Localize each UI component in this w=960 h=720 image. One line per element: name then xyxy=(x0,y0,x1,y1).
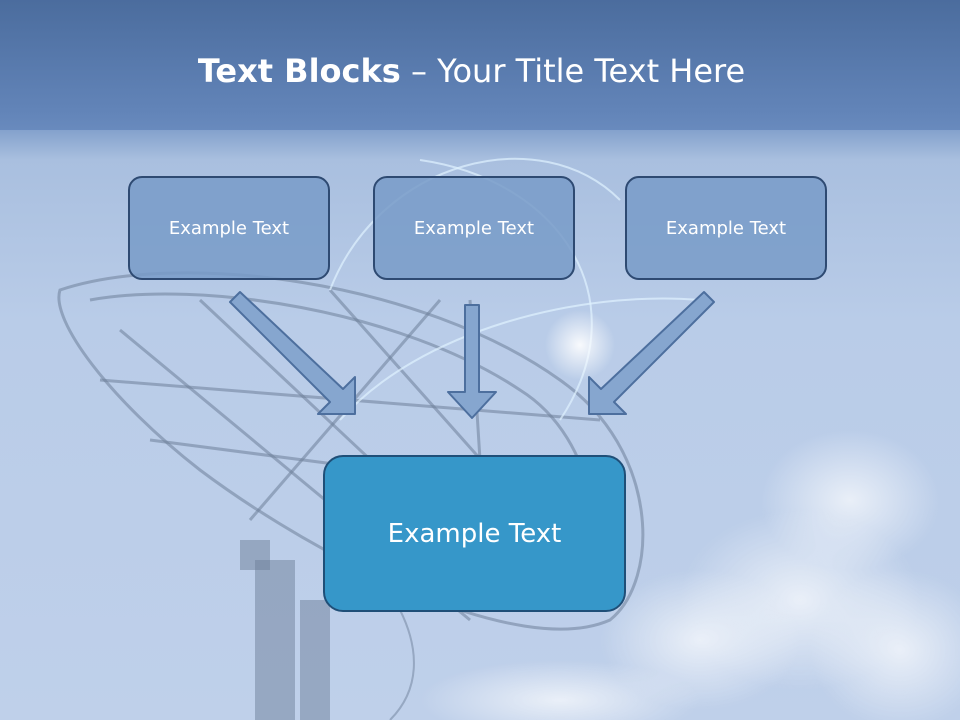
text-block-top-left[interactable]: Example Text xyxy=(128,176,330,280)
arrow-down-right xyxy=(229,291,356,415)
header-band xyxy=(0,0,960,130)
arrow-down xyxy=(447,304,497,419)
title-separator: – xyxy=(400,52,438,90)
slide-title: Text Blocks – Your Title Text Here xyxy=(0,52,943,90)
title-bold: Text Blocks xyxy=(197,52,401,90)
text-block-main[interactable]: Example Text xyxy=(323,455,626,612)
text-block-top-right[interactable]: Example Text xyxy=(625,176,827,280)
arrow-down-left xyxy=(588,291,715,415)
text-block-top-center[interactable]: Example Text xyxy=(373,176,575,280)
title-rest: Your Title Text Here xyxy=(437,52,746,90)
cloud-shape xyxy=(420,430,960,720)
